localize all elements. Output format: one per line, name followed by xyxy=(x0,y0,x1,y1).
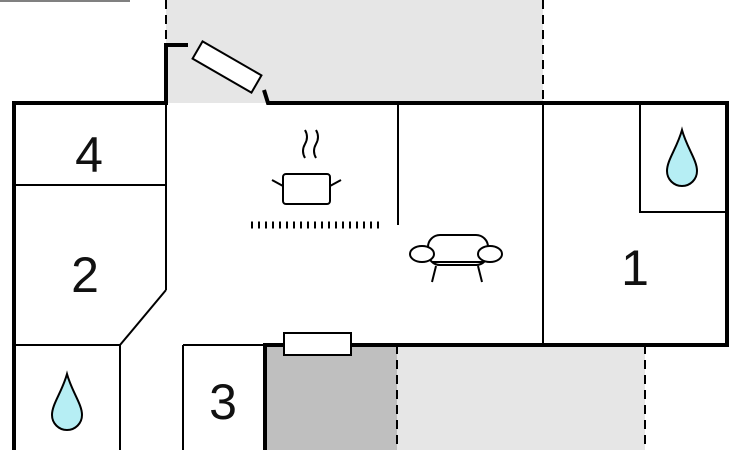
room-1-number: 1 xyxy=(621,240,649,296)
room-2-number: 2 xyxy=(71,247,99,303)
terrace-top xyxy=(166,0,543,103)
kitchen-icon xyxy=(271,129,342,205)
window-icon xyxy=(191,39,263,95)
window-icon xyxy=(283,332,352,356)
bathroom-icon xyxy=(665,126,699,187)
room-3-number: 3 xyxy=(209,374,237,430)
sofa-icon xyxy=(409,234,503,283)
covered-terrace xyxy=(265,345,397,450)
room-4-number: 4 xyxy=(75,127,103,183)
terrace-bottom-right xyxy=(397,345,645,450)
terrace-boundaries xyxy=(165,0,646,450)
bathroom-icon xyxy=(50,370,84,431)
interior-walls xyxy=(14,103,727,450)
